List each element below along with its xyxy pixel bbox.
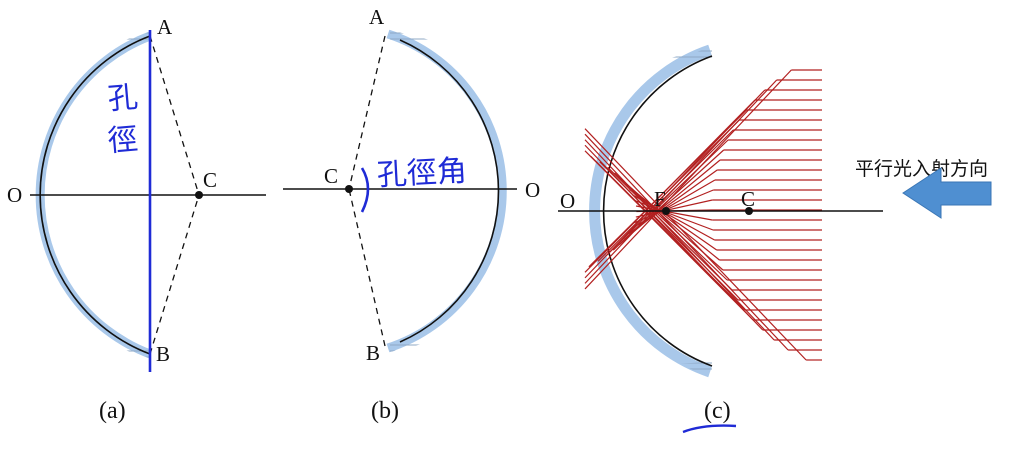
reflected-ray [597, 119, 740, 262]
radius-bc [149, 194, 200, 355]
mirror-a-hatch-bottom [112, 346, 150, 358]
reflected-ray [584, 128, 807, 361]
center-point-c [745, 207, 753, 215]
reflected-ray [631, 179, 716, 229]
reflected-ray [605, 129, 734, 257]
panel-a: A B C O 孔 徑 (a) [7, 15, 266, 424]
label-a-B: B [156, 342, 170, 366]
radius-b-ac [348, 35, 386, 190]
reflected-ray [584, 150, 754, 321]
mirror-b-backing [386, 29, 507, 353]
angle-arc-mark [360, 167, 370, 213]
handwriting-b: 孔徑角 [376, 154, 468, 194]
center-point-a [195, 191, 203, 199]
caption-c: (c) [704, 398, 731, 424]
radius-b-bc [348, 188, 386, 347]
label-a-O: O [7, 183, 22, 207]
mirror-b-surface [399, 39, 500, 343]
reflected-ray [624, 159, 721, 240]
mirror-b-hatch-bottom [390, 340, 430, 352]
parallel-rays [584, 69, 822, 361]
reflected-ray [584, 133, 789, 351]
label-b-C: C [324, 164, 338, 188]
reflected-ray [634, 189, 714, 224]
reflected-ray [584, 139, 775, 341]
label-c-O: O [560, 189, 575, 213]
incident-direction-text: 平行光入射方向 [855, 158, 988, 180]
reflected-ray [588, 109, 747, 268]
label-a-C: C [203, 168, 217, 192]
caption-a: (a) [99, 398, 126, 424]
handwriting-a-2: 徑 [106, 122, 139, 159]
panel-c: O F C 平行光入射方向 (c) [558, 44, 992, 434]
reflected-ray [628, 169, 718, 235]
focal-point [662, 207, 670, 215]
caption-c-mark [682, 424, 737, 434]
label-b-O: O [525, 178, 540, 202]
reflected-ray [584, 69, 792, 290]
label-b-B: B [366, 341, 380, 365]
reflected-ray [607, 166, 733, 291]
center-point-b [345, 185, 353, 193]
reflected-ray [584, 144, 764, 331]
mirror-c-hatch-top [670, 48, 712, 60]
mirror-a-hatch-top [112, 32, 150, 44]
reflected-ray [612, 139, 729, 251]
radius-ac [149, 35, 200, 196]
label-c-C: C [741, 187, 755, 211]
label-a-A: A [157, 15, 173, 39]
mirror-b-hatch-top [390, 30, 430, 42]
handwriting-a-1: 孔 [106, 80, 139, 117]
label-b-A: A [369, 5, 385, 29]
panel-b: A B C O 孔徑角 (b) [283, 5, 540, 424]
label-c-F: F [654, 187, 666, 211]
caption-b: (b) [371, 398, 399, 424]
mirror-c-hatch-bottom [670, 362, 712, 374]
incident-arrow [902, 167, 992, 219]
